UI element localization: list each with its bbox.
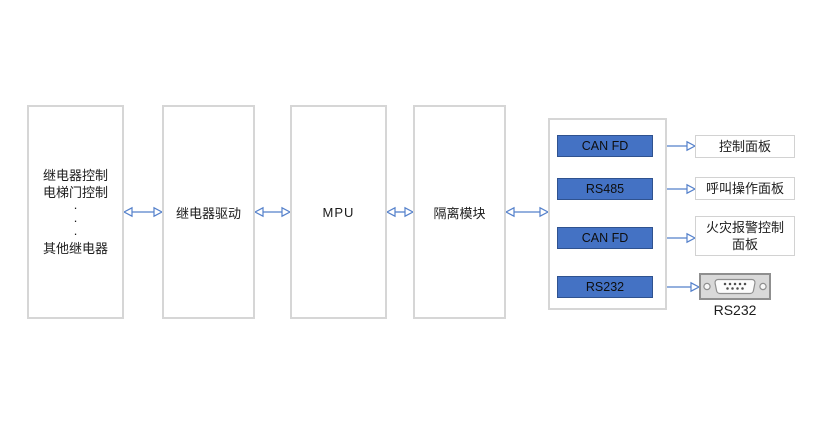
interface-rs485-label: RS485	[585, 182, 625, 196]
interface-rs232: RS232	[557, 276, 653, 298]
relay-loads-line: 其他继电器	[42, 241, 108, 256]
interface-canfd-1-label: CAN FD	[581, 139, 629, 153]
arrow-relay-driver-to-mpu	[253, 206, 292, 218]
relay-loads-text: 继电器控制 电梯门控制 · · · 其他继电器	[43, 167, 108, 257]
node-call-operation-panel: 呼叫操作面板	[695, 177, 795, 200]
ellipsis-dot: ·	[73, 213, 78, 228]
node-fire-alarm-control-panel: 火灾报警控制面板	[695, 216, 795, 256]
interface-canfd-1: CAN FD	[557, 135, 653, 157]
arrow-mpu-to-isolation-module	[385, 206, 415, 218]
interface-rs485: RS485	[557, 178, 653, 200]
node-control-panel: 控制面板	[695, 135, 795, 158]
control-panel-label: 控制面板	[718, 139, 771, 154]
node-relay-driver: 继电器驱动	[162, 105, 255, 319]
mpu-label: MPU	[322, 204, 355, 220]
node-mpu: MPU	[290, 105, 387, 319]
node-isolation-module: 隔离模块	[413, 105, 506, 319]
arrow-isolation-module-to-interface-group	[504, 206, 550, 218]
interface-rs232-label: RS232	[585, 280, 625, 294]
interface-canfd-2: CAN FD	[557, 227, 653, 249]
ellipsis-dot: ·	[73, 200, 78, 215]
relay-loads-line: 继电器控制	[42, 168, 108, 183]
rs232-connector-label: RS232	[713, 302, 757, 318]
isolation-module-label: 隔离模块	[433, 205, 486, 221]
call-operation-panel-label: 呼叫操作面板	[705, 181, 784, 196]
node-relay-loads: 继电器控制 电梯门控制 · · · 其他继电器	[27, 105, 124, 319]
relay-driver-label: 继电器驱动	[175, 205, 241, 221]
ellipsis-dot: ·	[73, 226, 78, 241]
relay-loads-line: 电梯门控制	[42, 185, 108, 200]
fire-alarm-control-panel-label: 火灾报警控制面板	[705, 220, 784, 252]
interface-canfd-2-label: CAN FD	[581, 231, 629, 245]
db9-serial-connector-icon	[699, 273, 771, 300]
arrow-relay-loads-to-relay-driver	[122, 206, 164, 218]
